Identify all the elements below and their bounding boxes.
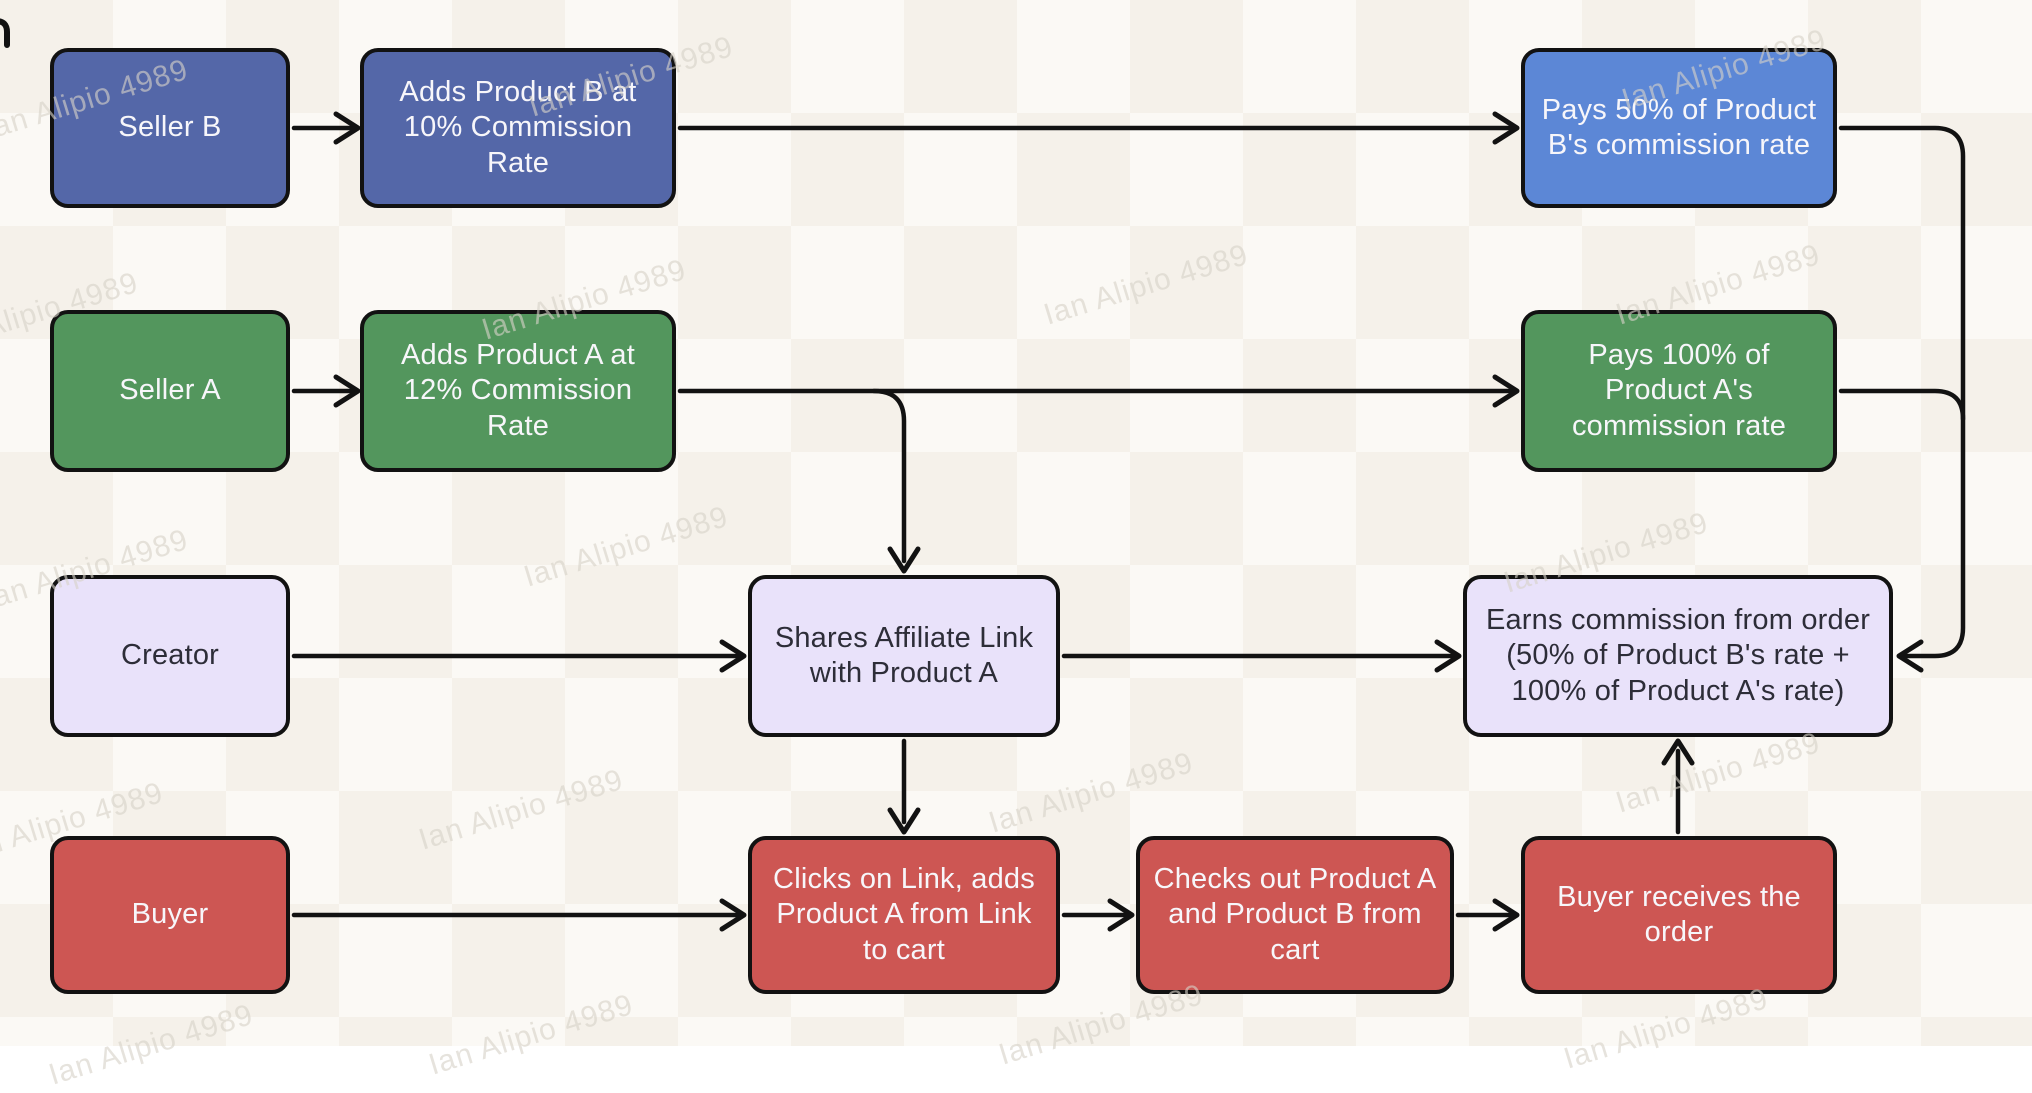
node-label: Pays 100% of Product A's commission rate bbox=[1571, 338, 1787, 442]
node-label: Earns commission from order (50% of Prod… bbox=[1485, 603, 1871, 707]
arrowhead-icon bbox=[1661, 738, 1695, 766]
node-creator: Creator bbox=[50, 575, 290, 737]
cropped-box-edge bbox=[0, 18, 10, 48]
arrowhead-icon bbox=[1492, 374, 1520, 408]
arrowhead-icon bbox=[1492, 111, 1520, 145]
arrowhead-icon bbox=[333, 374, 361, 408]
node-adds-product-b: Adds Product B at 10% Commission Rate bbox=[360, 48, 676, 208]
node-pays-100: Pays 100% of Product A's commission rate bbox=[1521, 310, 1837, 472]
flow-edge-pays-50-to-earns-commission bbox=[1838, 125, 1966, 659]
node-pays-50: Pays 50% of Product B's commission rate bbox=[1521, 48, 1837, 208]
node-label: Adds Product A at 12% Commission Rate bbox=[401, 338, 635, 442]
node-label: Creator bbox=[120, 639, 220, 672]
node-buyer: Buyer bbox=[50, 836, 290, 994]
flow-edge-pays-100-to-earns-commission bbox=[1838, 388, 1966, 422]
arrowhead-icon bbox=[1434, 639, 1462, 673]
node-label: Buyer bbox=[131, 898, 209, 931]
node-label: Pays 50% of Product B's commission rate bbox=[1541, 93, 1817, 161]
node-label: Adds Product B at 10% Commission Rate bbox=[399, 75, 637, 179]
node-earns-commission: Earns commission from order (50% of Prod… bbox=[1463, 575, 1893, 737]
node-clicks-link: Clicks on Link, adds Product A from Link… bbox=[748, 836, 1060, 994]
arrowhead-icon bbox=[719, 639, 747, 673]
arrowhead-icon bbox=[1492, 898, 1520, 932]
node-label: Clicks on Link, adds Product A from Link… bbox=[773, 862, 1035, 966]
node-label: Buyer receives the order bbox=[1557, 880, 1801, 948]
flow-arrows bbox=[0, 18, 1966, 932]
arrowhead-icon bbox=[719, 898, 747, 932]
node-label: Shares Affiliate Link with Product A bbox=[774, 621, 1034, 689]
node-label: Seller A bbox=[119, 374, 221, 407]
node-receives-order: Buyer receives the order bbox=[1521, 836, 1837, 994]
node-adds-product-a: Adds Product A at 12% Commission Rate bbox=[360, 310, 676, 472]
node-label: Checks out Product A and Product B from … bbox=[1153, 862, 1437, 966]
flow-edge-adds-product-a-to-shares-link bbox=[871, 388, 907, 564]
arrowhead-icon bbox=[887, 807, 921, 835]
node-checks-out: Checks out Product A and Product B from … bbox=[1136, 836, 1454, 994]
arrowhead-icon bbox=[333, 111, 361, 145]
node-shares-link: Shares Affiliate Link with Product A bbox=[748, 575, 1060, 737]
arrowhead-icon bbox=[1107, 898, 1135, 932]
node-label: Seller B bbox=[118, 111, 222, 144]
node-seller-b: Seller B bbox=[50, 48, 290, 208]
node-seller-a: Seller A bbox=[50, 310, 290, 472]
arrowhead-icon bbox=[1896, 639, 1924, 673]
arrowhead-icon bbox=[887, 546, 921, 574]
